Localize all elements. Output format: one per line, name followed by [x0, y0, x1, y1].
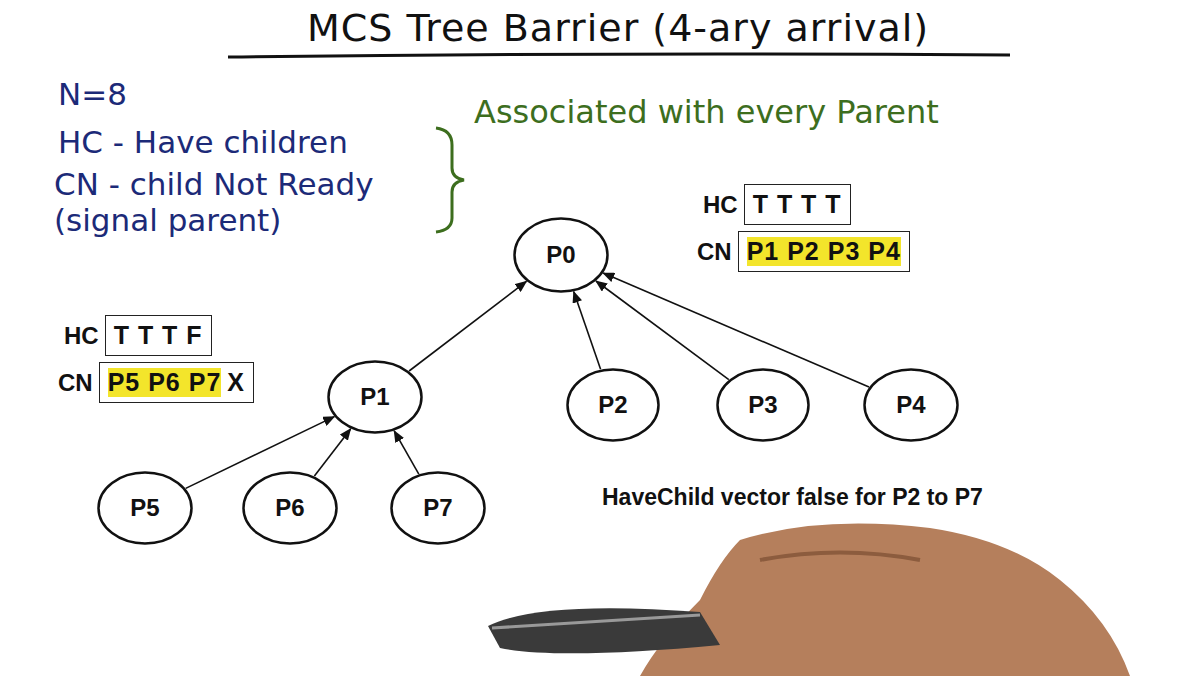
process-name: P1: [360, 383, 389, 411]
vector-entry: X: [227, 368, 245, 397]
process-circle: P4: [863, 368, 959, 442]
process-name: P6: [275, 494, 304, 522]
process-name: P5: [130, 494, 159, 522]
vector-frame: T T T T: [744, 184, 851, 225]
legend-note: CN - child Not Ready (signal parent): [54, 166, 434, 238]
arrival-arrow: [603, 273, 869, 387]
vector-name: CN: [58, 369, 93, 397]
title: MCS Tree Barrier (4-ary arrival): [307, 6, 929, 50]
note: N=8: [58, 76, 127, 112]
title-underline: [228, 54, 1010, 57]
process-circle: P3: [716, 368, 810, 442]
hand-illustration: [488, 524, 1130, 676]
arrival-arrow: [409, 281, 526, 371]
process-circle: P7: [390, 471, 486, 545]
vector-box: CNP5 P6 P7X: [58, 362, 254, 403]
vector-entry: P1 P2 P3 P4: [747, 237, 901, 266]
arrival-arrow: [574, 292, 601, 370]
process-circle: P2: [566, 368, 660, 442]
process-name: P4: [896, 391, 925, 419]
arrival-arrow: [394, 431, 419, 474]
vector-entry: T T T F: [114, 321, 203, 350]
vector-name: CN: [697, 238, 732, 266]
vector-frame: T T T F: [105, 315, 212, 356]
vector-box: HC T T T T: [703, 184, 851, 225]
vector-name: HC: [703, 191, 738, 219]
arrival-arrow: [596, 281, 729, 380]
process-name: P7: [423, 494, 452, 522]
annotation: Associated with every Parent: [474, 93, 939, 131]
caption-note: HaveChild vector false for P2 to P7: [602, 484, 983, 511]
vector-name: HC: [64, 322, 99, 350]
process-circle: P0: [513, 217, 609, 293]
process-name: P3: [748, 391, 777, 419]
vector-box: HC T T T F: [64, 315, 212, 356]
process-name: P2: [598, 391, 627, 419]
vector-frame: P1 P2 P3 P4: [738, 231, 910, 272]
legend-note: HC - Have children: [58, 124, 348, 160]
curly-bracket: [436, 128, 464, 232]
process-circle: P5: [97, 471, 193, 545]
vector-entry: P5 P6 P7: [108, 368, 222, 397]
process-name: P0: [546, 241, 575, 269]
vector-box: CN P1 P2 P3 P4: [697, 231, 910, 272]
process-circle: P1: [327, 360, 423, 434]
process-circle: P6: [242, 471, 338, 545]
vector-entry: T T T T: [753, 190, 842, 219]
arrival-arrow: [314, 429, 350, 476]
vector-frame: P5 P6 P7X: [99, 362, 254, 403]
